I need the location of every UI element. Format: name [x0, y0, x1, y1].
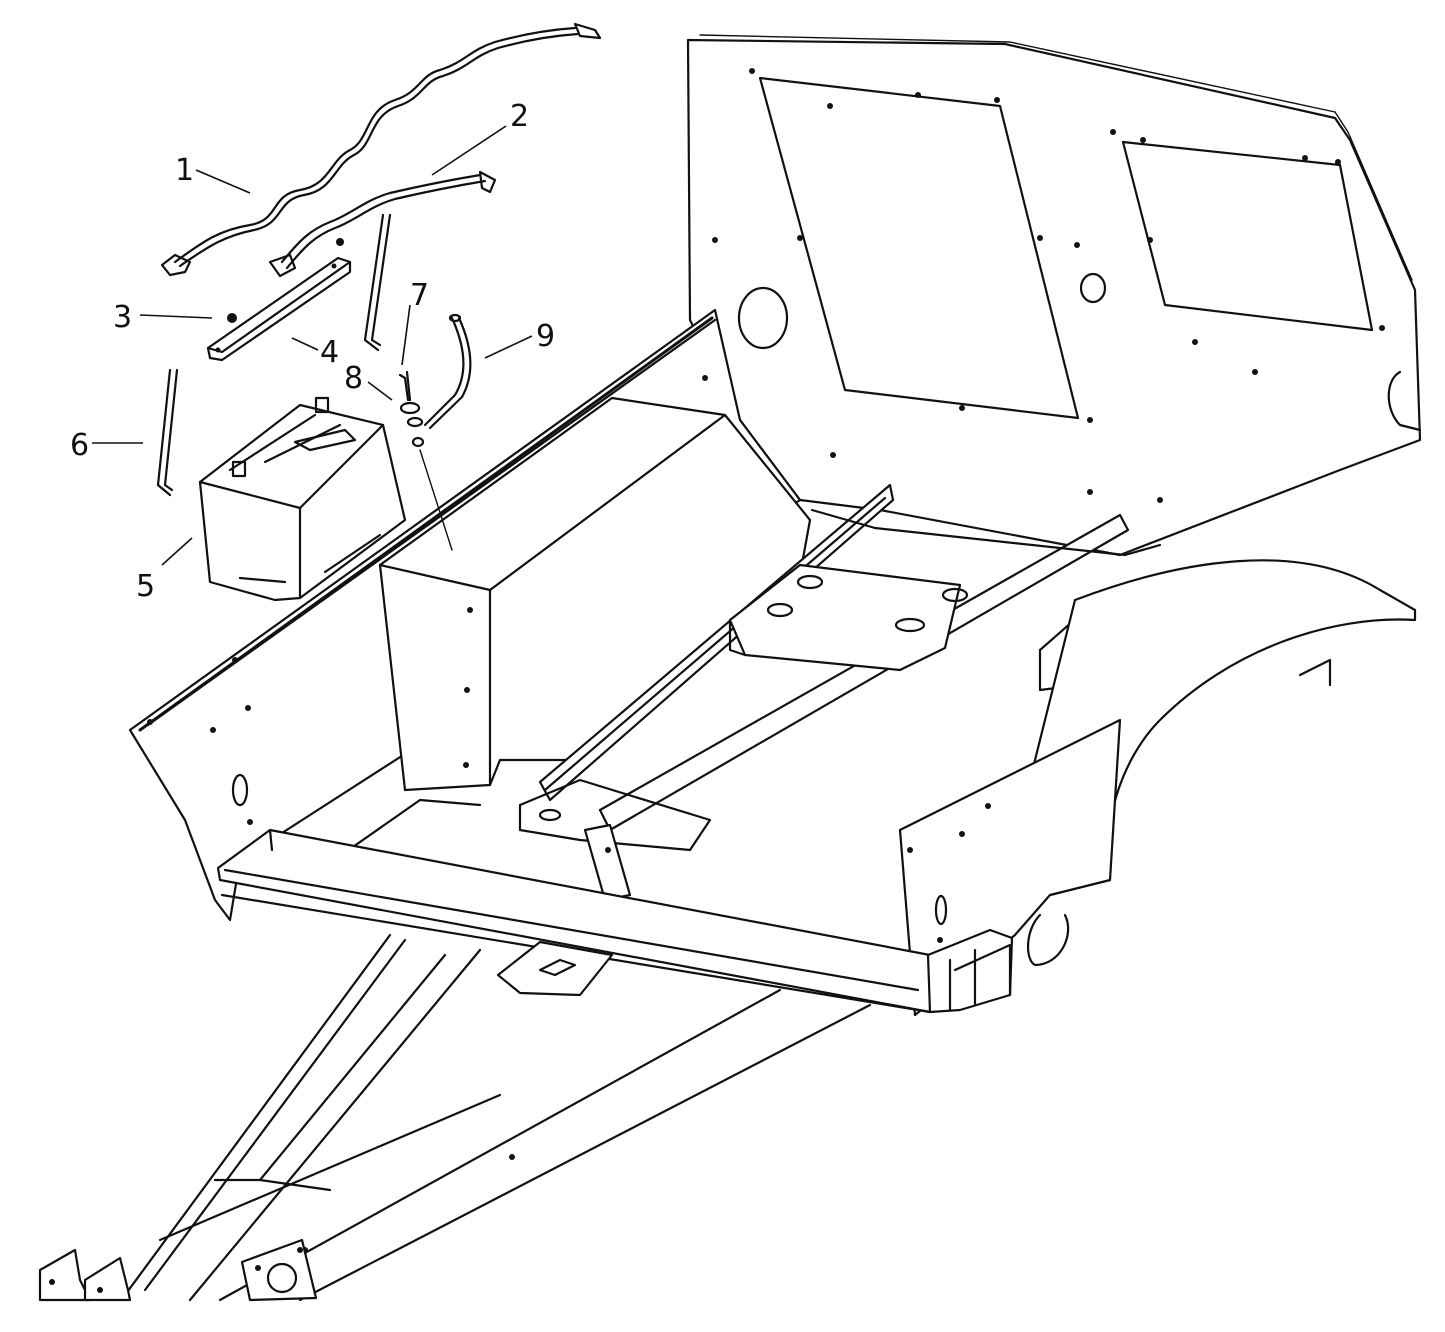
trailer-floor-frame — [318, 483, 1162, 902]
front-cross-beam — [216, 828, 1014, 1014]
callout-9: 9 — [536, 319, 555, 354]
part-7-bolt-and-washer — [398, 370, 453, 551]
right-side-wall — [898, 718, 1122, 1017]
part-4-hold-down-bar — [206, 256, 352, 362]
part-2-short-cable — [268, 170, 497, 278]
callout-labels: 1 2 3 4 5 6 7 8 9 — [70, 99, 555, 604]
callout-7: 7 — [410, 278, 429, 313]
right-window-opening — [1121, 140, 1374, 332]
tongue-a-frame — [38, 933, 872, 1302]
part-1-long-cable — [160, 22, 602, 277]
callout-3: 3 — [113, 300, 132, 335]
hitch-bracket — [496, 940, 614, 997]
part-3-nut — [227, 313, 237, 323]
center-cross-plate — [518, 778, 712, 852]
callout-5: 5 — [136, 569, 155, 604]
rear-bulkhead-panel — [686, 34, 1422, 557]
part-9-hold-down-rod — [423, 313, 472, 430]
upper-j-bolt — [363, 213, 392, 352]
left-round-port — [737, 286, 789, 350]
callout-4: 4 — [320, 335, 339, 370]
callout-1: 1 — [175, 153, 194, 188]
callout-8: 8 — [344, 361, 363, 396]
callout-leaders — [92, 125, 533, 566]
callout-6: 6 — [70, 428, 89, 463]
part-5-battery — [198, 396, 407, 602]
part-6-j-bolt — [156, 368, 179, 497]
callout-2: 2 — [510, 99, 529, 134]
